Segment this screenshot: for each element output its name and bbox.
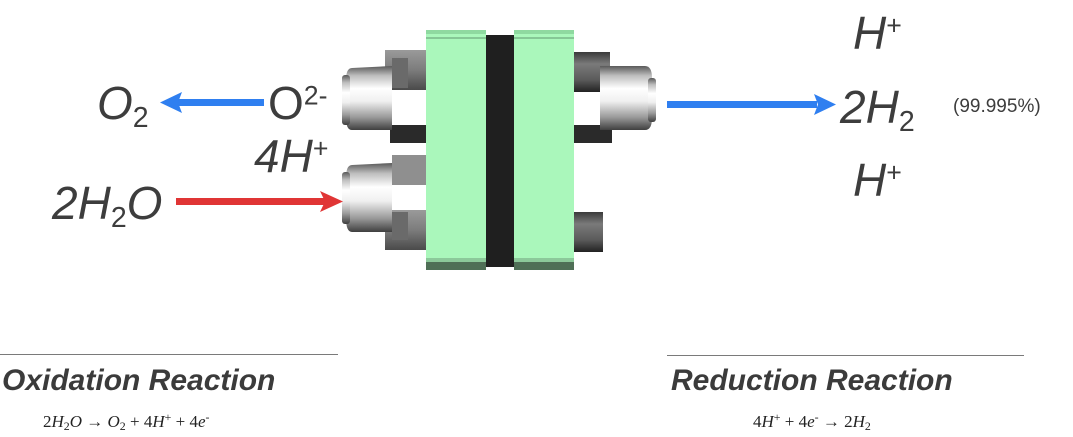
cathode-outlet-fitting bbox=[570, 52, 656, 143]
oxygen-out-arrow bbox=[160, 92, 264, 113]
anode-end-plate bbox=[426, 30, 486, 270]
oxidation-heading: Oxidation Reaction bbox=[2, 364, 276, 397]
hydrogen-purity-label: (99.995%) bbox=[953, 96, 1041, 117]
proton-bottom-label: H+ bbox=[853, 154, 902, 206]
reduction-equation: 4H+ + 4e- → 2H2 bbox=[753, 410, 871, 433]
cell-stack bbox=[426, 30, 574, 270]
hydrogen-product-label: 2H2 bbox=[840, 81, 915, 138]
proton-top-label: H+ bbox=[853, 7, 902, 59]
hydrogen-out-arrow bbox=[667, 94, 836, 115]
oxide-ion-label: O2- bbox=[268, 77, 328, 129]
oxidation-equation: 2H2O → O2 + 4H+ + 4e- bbox=[43, 410, 210, 433]
water-in-arrow bbox=[176, 191, 343, 212]
anode-inlet-fitting bbox=[342, 155, 432, 250]
membrane bbox=[484, 35, 516, 267]
reduction-divider bbox=[667, 355, 1024, 356]
water-reactant-label: 2H2O bbox=[52, 177, 163, 234]
anode-outlet-fitting bbox=[342, 50, 432, 143]
proton-label: 4H+ bbox=[254, 130, 329, 182]
cathode-bolt bbox=[570, 212, 603, 252]
reduction-heading: Reduction Reaction bbox=[671, 364, 953, 397]
cathode-end-plate bbox=[514, 30, 574, 270]
oxidation-divider bbox=[0, 354, 338, 355]
o2-product-label: O2 bbox=[97, 77, 149, 134]
